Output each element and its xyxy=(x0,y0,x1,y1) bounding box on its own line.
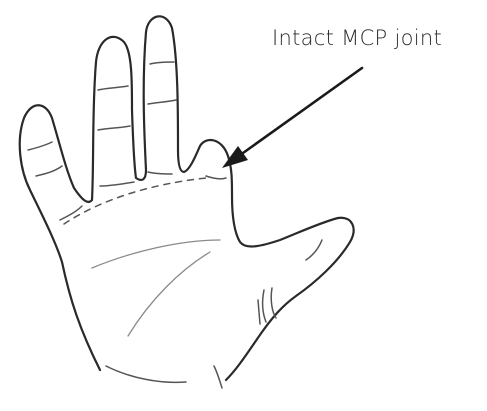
annotation-label: Intact MCP joint xyxy=(272,26,442,50)
finger-crease xyxy=(98,126,130,130)
palm-line xyxy=(92,240,220,268)
finger-crease xyxy=(36,166,62,176)
palm-line xyxy=(258,300,260,324)
hand-outline xyxy=(20,16,354,380)
palm-line xyxy=(263,290,266,322)
palm-line xyxy=(271,288,276,318)
finger-crease xyxy=(148,100,176,104)
wrist-crease xyxy=(106,366,186,382)
annotation-arrow xyxy=(236,68,362,158)
finger-crease xyxy=(150,62,174,64)
finger-crease xyxy=(98,86,128,90)
wrist-crease xyxy=(214,366,222,388)
palm-line xyxy=(128,252,210,336)
knuckle-line xyxy=(206,176,226,179)
finger-crease xyxy=(60,206,82,220)
finger-crease xyxy=(28,142,52,150)
finger-crease xyxy=(148,172,172,174)
finger-crease xyxy=(100,182,134,186)
thumb-crease xyxy=(306,240,322,260)
